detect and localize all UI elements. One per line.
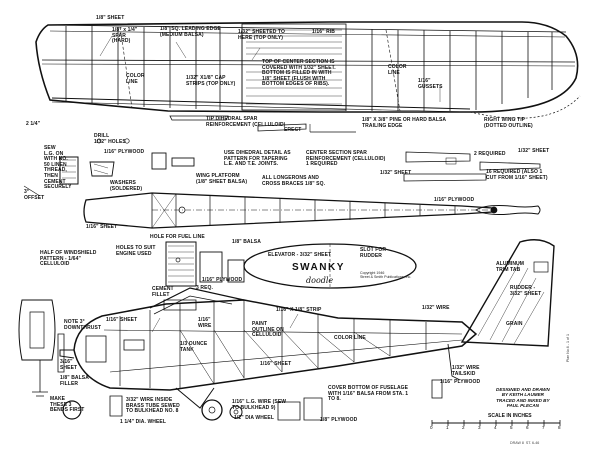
- windshield-pattern-note: HALF OF WINDSHIELD PATTERN - 1/64" CELLU…: [40, 250, 97, 268]
- rudder-outline: [460, 239, 555, 347]
- cover-bottom-note: COVER BOTTOM OF FUSELAGE WITH 1/16" BALS…: [328, 385, 409, 403]
- sheet-16a-label: 1/16" SHEET: [106, 317, 138, 323]
- footer-note: DRAW 8 ST. 6-46: [510, 441, 540, 445]
- drill-label: DRILL 1/32" HOLES: [94, 133, 126, 145]
- elevator-outline: [243, 243, 417, 289]
- longerons-note: ALL LONGERONS AND CROSS BRACES 1/8" SQ.: [262, 175, 326, 187]
- wire-16-label: 1/16" WIRE: [198, 317, 212, 329]
- wing-dihedral-reinf-label: TIP DIHEDRAL SPAR REINFORCEMENT (CELLULO…: [206, 116, 286, 128]
- plan-subtitle: doodle: [306, 276, 334, 285]
- wing-spar-top-label: 1/8" SHEET: [96, 15, 125, 21]
- required-2-label: 2 REQUIRED: [474, 151, 506, 157]
- ounce-tank-label: 1/3 OUNCE TANK: [180, 341, 208, 353]
- hole-fuel-label: HOLE FOR FUEL LINE: [150, 234, 205, 240]
- cement-fillet-label: CEMENT FILLET: [152, 286, 174, 298]
- balsa-8-label: 1/8" BALSA: [232, 239, 261, 245]
- wing-rib-label: 1/16" RIB: [312, 29, 336, 35]
- wing-dihedral-erect-label: ERECT: [284, 127, 302, 133]
- sheet-32-right-label: 1/32" SHEET: [518, 148, 550, 154]
- small-parts: [23, 151, 541, 197]
- elevator-label: ELEVATOR - 3/32" SHEET: [268, 252, 332, 258]
- sheet-32-label: 1/32" SHEET: [380, 170, 412, 176]
- wing-platform-label: WING PLATFORM (1/8" SHEET BALSA): [196, 173, 248, 185]
- trim-tab-label: ALUMINUM TRIM TAB: [496, 261, 525, 273]
- strip-label: 1/16" X 1/8" STRIP: [276, 307, 322, 313]
- wing-sheet-to-here-label: 1/32" SHEETED TO HERE (TOP ONLY): [238, 29, 285, 41]
- scale-tick-label: 3: [478, 425, 481, 430]
- bends-note: MAKE THESE 3 BENDS FIRST: [50, 396, 85, 414]
- lg-wire-note: 1/16" L.G. WIRE (SEW TO BULKHEAD 9): [232, 399, 287, 411]
- wing-dihedral-size-label: 2 1/4": [26, 121, 41, 127]
- plan-title: SWANKY: [292, 262, 345, 273]
- dihedral-detail-note: USE DIHEDRAL DETAIL AS PATTERN FOR TAPER…: [224, 150, 291, 168]
- plywood-nose-label: 1/16" PLYWOOD: [434, 197, 475, 203]
- wheel-half-label: 1/2" DIA WHEEL: [234, 415, 274, 421]
- required-16-label: 16 REQUIRED (ALSO 1 CUT FROM 1/16" SHEET…: [486, 169, 548, 181]
- scale-tick-label: 8: [558, 425, 561, 430]
- scale-tick-label: 1: [446, 425, 449, 430]
- offset-label: 3° OFFSET: [24, 189, 45, 201]
- washers-label: WASHERS (SOLDERED): [110, 180, 143, 192]
- sheet-3-16-label: 3/16" SHEET: [60, 359, 78, 371]
- rudder-label: RUDDER - 3/32" SHEET: [510, 285, 542, 297]
- wing-spar-hard-label: 1/8" x 1/4" SPAR (HARD): [112, 27, 138, 45]
- credits-block: DESIGNED AND DRAWN BY KEITH LAUMER TRACE…: [496, 387, 550, 409]
- wing-gussets-label: 1/16" GUSSETS: [418, 78, 443, 90]
- sheet-16b-label: 1/16" SHEET: [260, 361, 292, 367]
- scale-tick-label: 5: [510, 425, 513, 430]
- wing-cap-strips-label: 1/32" X1/8" CAP STRIPS (TOP ONLY): [186, 75, 236, 87]
- scale-tick-label: 6: [526, 425, 529, 430]
- fuselage-side-view: [18, 287, 478, 421]
- plywood-bottom-label: 1/8" PLYWOOD: [320, 417, 358, 423]
- plan-number-vertical: Plan No.6 - 1 of 1: [566, 334, 570, 362]
- center-spar-note: CENTER SECTION SPAR REINFORCEMENT (CELLU…: [306, 150, 386, 168]
- sew-note: SEW L.G. ON WITH NO. 50 LINEN THREAD, TH…: [44, 145, 72, 191]
- wing-color-line-left-label: COLOR LINE: [126, 73, 145, 85]
- downthrust-note: NOTE 3° DOWNTHRUST: [64, 319, 102, 331]
- scale-tick-label: 2: [462, 425, 465, 430]
- wing-right-tip-label: RIGHT WING TIP (DOTTED OUTLINE): [484, 117, 533, 129]
- grain-label: GRAIN: [506, 321, 523, 327]
- balsa-filler-label: 1/8" BALSA FILLER: [60, 375, 89, 387]
- wing-trailing-edge-label: 1/8" X 3/8" PINE OR HARD BALSA TRAILING …: [362, 117, 447, 129]
- plywood-top-label: 1/16" PLYWOOD: [104, 149, 145, 155]
- engine-holes-note: HOLES TO SUIT ENGINE USED: [116, 245, 156, 257]
- wing-color-line-right-label: COLOR LINE: [388, 64, 407, 76]
- windshield-parts: [163, 241, 245, 311]
- wing-plan: [35, 21, 581, 144]
- copyright-note: Copyright 1946 Street & Smith Publicatio…: [360, 271, 412, 279]
- scale-caption: SCALE IN INCHES: [488, 413, 532, 419]
- color-line-label: COLOR LINE: [334, 335, 366, 341]
- tailskid-label: 1/32" WIRE TAILSKID: [452, 365, 480, 377]
- required-3-label: 3 REQ.: [196, 285, 213, 291]
- windshield-plywood-label: 1/16" PLYWOOD: [202, 277, 243, 283]
- scale-tick-label: 0: [430, 425, 433, 430]
- scale-bar: [431, 420, 561, 426]
- sheet-16-left-label: 1/16" SHEET: [86, 224, 118, 230]
- wire-32-label: 1/32" WIRE: [422, 305, 450, 311]
- plywood-tail-label: 1/16" PLYWOOD: [440, 379, 481, 385]
- paint-outline-label: PAINT OUTLINE ON CELLULOID: [252, 321, 284, 339]
- scale-tick-label: 7: [542, 425, 545, 430]
- wheel-dia-label: 1 1/4" DIA. WHEEL: [120, 419, 167, 425]
- wire-inside-note: 3/32" WIRE INSIDE BRASS TUBE SEWED TO BU…: [126, 397, 180, 415]
- scale-tick-label: 4: [494, 425, 497, 430]
- rudder-slot-label: SLOT FOR RUDDER: [360, 247, 387, 259]
- wing-leading-edge-label: 1/8" SQ. LEADING EDGE (MEDIUM BALSA): [160, 26, 221, 38]
- leader-lines: [99, 35, 441, 333]
- wing-center-section-note: TOP OF CENTER SECTION IS COVERED WITH 1/…: [262, 59, 336, 88]
- fuselage-top-view: [83, 192, 541, 229]
